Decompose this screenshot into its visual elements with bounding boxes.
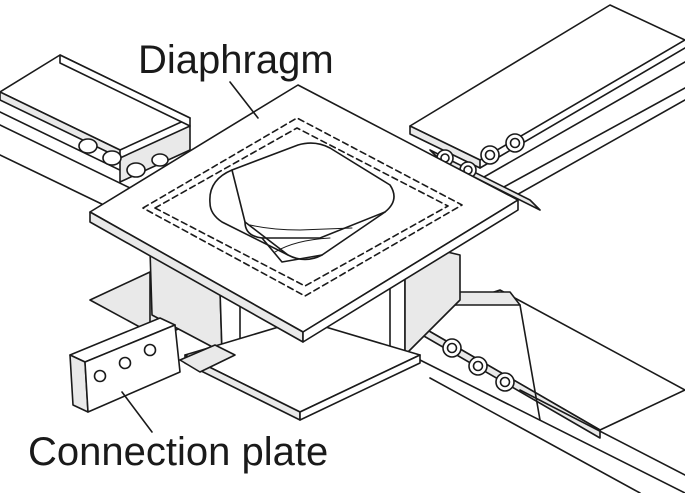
diaphragm-leader-line — [229, 81, 259, 119]
beam-upper-left — [0, 54, 191, 209]
bolts-upper-left — [78, 138, 169, 178]
beam-upper-right — [409, 4, 685, 211]
top-diaphragm — [89, 84, 519, 343]
beam-lower-right — [409, 289, 685, 493]
diaphragm-label: Diaphragm — [138, 38, 334, 82]
connection-plate-shape — [69, 317, 236, 413]
connection-plate-leader-line — [121, 391, 153, 433]
bolts-lower-right — [442, 338, 515, 392]
bottom-diaphragm — [184, 319, 421, 421]
connection-plate-label: Connection plate — [28, 430, 329, 474]
